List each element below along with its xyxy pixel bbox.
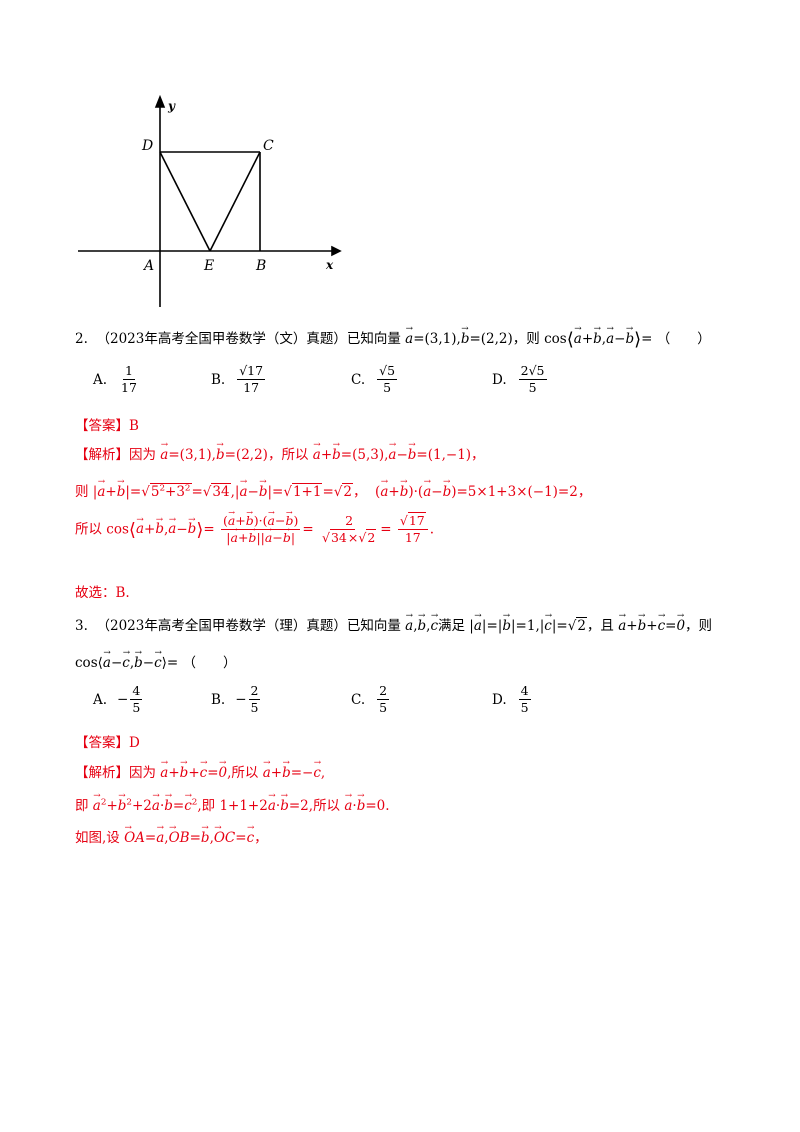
q3-stem-line1: 3. （2023年高考全国甲卷数学（理）真题）已知向量 a,b,c满足 |a|=… (75, 611, 712, 634)
q2-analysis-line3: 所以 cos⟨a+b,a−b⟩= (a+b)·(a−b)|a+b||a−b|= … (75, 507, 434, 546)
segment-ec (209, 151, 261, 252)
label-y: y (167, 99, 176, 113)
q2-answer: 【答案】B (75, 418, 139, 434)
label-d: D (141, 138, 153, 154)
label-b: B (255, 258, 266, 274)
coordinate-figure: y x D C A E B (78, 95, 342, 307)
label-c: C (263, 138, 274, 154)
q3-stem-line2: cos⟨a−c,b−c⟩= （ ） (75, 648, 237, 671)
y-axis-arrow (154, 95, 166, 108)
q3-analysis-line3: 如图,设 OA=a,OB=b,OC=c， (75, 823, 268, 846)
q2-analysis-line2: 则 |a+b|=√52+32=√34,|a−b|=√1+1=√2， (a+b)·… (75, 477, 591, 500)
segment-de (159, 151, 211, 252)
q3-analysis-line1: 【解析】因为 a+b+c=0,所以 a+b=−c, (75, 758, 325, 781)
x-axis-arrow (331, 245, 342, 257)
q2-stem: 2. （2023年高考全国甲卷数学（文）真题）已知向量 a=(3,1),b=(2… (75, 324, 711, 350)
label-x: x (325, 258, 334, 272)
q3-analysis-line2: 即 a2+b2+2a·b=c2,即 1+1+2a·b=2,所以 a·b=0. (75, 791, 390, 814)
q2-conclusion: 故选：B. (75, 585, 130, 601)
q3-answer: 【答案】D (75, 735, 140, 751)
label-a: A (142, 258, 154, 274)
label-e: E (203, 258, 214, 274)
q2-analysis-line1: 【解析】因为 a=(3,1),b=(2,2)，所以 a+b=(5,3),a−b=… (75, 440, 485, 463)
